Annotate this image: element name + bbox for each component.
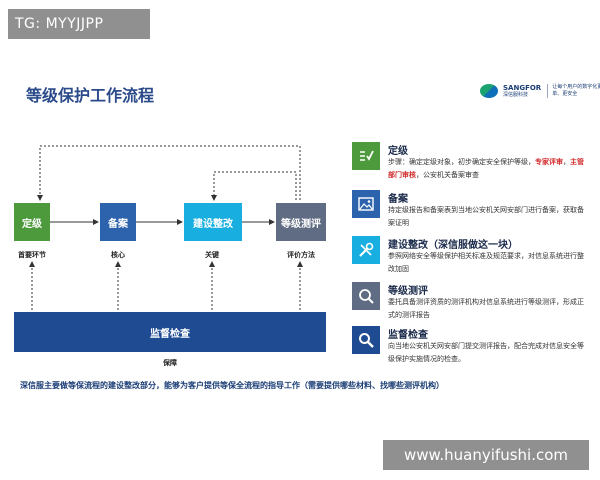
desc-part: 步骤：确定定级对象，初步确定安全保护等级， bbox=[388, 158, 535, 166]
flow-caption-ceping: 评价方法 bbox=[287, 251, 315, 259]
search-icon bbox=[352, 326, 380, 354]
sangfor-logo: SANGFOR 深信服科技 让每个用户的数字化更简单、更安全 bbox=[478, 80, 600, 102]
flow-caption-jianshe: 关键 bbox=[205, 251, 219, 259]
magnifier-icon bbox=[352, 282, 380, 310]
watermark-bottom: www.huanyifushi.com bbox=[383, 440, 589, 470]
desc-part: ，公安机关备案审查 bbox=[416, 171, 479, 179]
watermark-top: TG: MYYJJPP bbox=[8, 9, 150, 39]
item-desc-jiandu: 向当地公安机关网安部门提交测评报告，配合完成对信息安全等级保护实施情况的检查。 bbox=[388, 342, 584, 363]
logo-slogan: 让每个用户的数字化更简单、更安全 bbox=[547, 84, 600, 98]
item-title-dingji: 定级 bbox=[388, 146, 408, 157]
item-desc-ceping: 委托具备测评资质的测评机构对信息系统进行等级测评，形成正式的测评报告 bbox=[388, 298, 584, 319]
desc-highlight-expert: 专家评审 bbox=[535, 158, 563, 166]
item-jiandu: 监督检查 向当地公安机关网安部门提交测评报告，配合完成对信息安全等级保护实施情况… bbox=[352, 326, 592, 370]
item-beian: 备案 持定级报告和备案表到当地公安机关网安部门进行备案，获取备案证明 bbox=[352, 190, 592, 234]
bottom-summary: 深信服主要做等保流程的建设整改部分，能够为客户提供等保全流程的指导工作（需要提供… bbox=[20, 381, 444, 390]
feedback-loop-inner bbox=[211, 171, 297, 201]
flow-caption-supervision: 保障 bbox=[163, 359, 177, 367]
item-title-beian: 备案 bbox=[388, 194, 408, 205]
item-desc-jianshe: 参照网络安全等级保护相关标准及规范要求，对信息系统进行整改加固 bbox=[388, 252, 584, 273]
item-jianshe: 建设整改（深信服做这一块） 参照网络安全等级保护相关标准及规范要求，对信息系统进… bbox=[352, 236, 592, 280]
item-ceping: 等级测评 委托具备测评资质的测评机构对信息系统进行等级测评，形成正式的测评报告 bbox=[352, 282, 592, 324]
sangfor-logo-icon bbox=[478, 80, 500, 102]
flow-caption-beian: 核心 bbox=[111, 251, 125, 259]
feedback-loop-outer bbox=[37, 145, 301, 201]
desc-highlight-authority: 主管部门审核 bbox=[388, 158, 584, 179]
item-title-jianshe: 建设整改（深信服做这一块） bbox=[388, 240, 518, 251]
logo-brand: SANGFOR bbox=[503, 83, 542, 92]
item-title-ceping: 等级测评 bbox=[388, 286, 428, 297]
flow-step-dingji: 定级 bbox=[14, 203, 50, 241]
logo-text: SANGFOR 深信服科技 bbox=[503, 84, 541, 99]
flow-caption-dingji: 首要环节 bbox=[18, 251, 46, 259]
desc-part: ， bbox=[563, 158, 570, 166]
item-desc-dingji: 步骤：确定定级对象，初步确定安全保护等级，专家评审，主管部门审核，公安机关备案审… bbox=[388, 156, 588, 182]
logo-cn: 深信服科技 bbox=[503, 91, 529, 98]
flow-step-ceping: 等级测评 bbox=[276, 203, 326, 241]
image-icon bbox=[352, 190, 380, 218]
page-title: 等级保护工作流程 bbox=[26, 86, 155, 105]
item-desc-beian: 持定级报告和备案表到当地公安机关网安部门进行备案，获取备案证明 bbox=[388, 206, 584, 227]
flow-step-beian: 备案 bbox=[100, 203, 136, 241]
tools-icon bbox=[352, 236, 380, 264]
flow-step-jianshe: 建设整改 bbox=[184, 203, 242, 241]
flow-step-supervision: 监督检查 bbox=[14, 312, 326, 352]
checklist-icon bbox=[352, 142, 380, 170]
item-dingji: 定级 步骤：确定定级对象，初步确定安全保护等级，专家评审，主管部门审核，公安机关… bbox=[352, 142, 592, 188]
item-title-jiandu: 监督检查 bbox=[388, 330, 428, 341]
